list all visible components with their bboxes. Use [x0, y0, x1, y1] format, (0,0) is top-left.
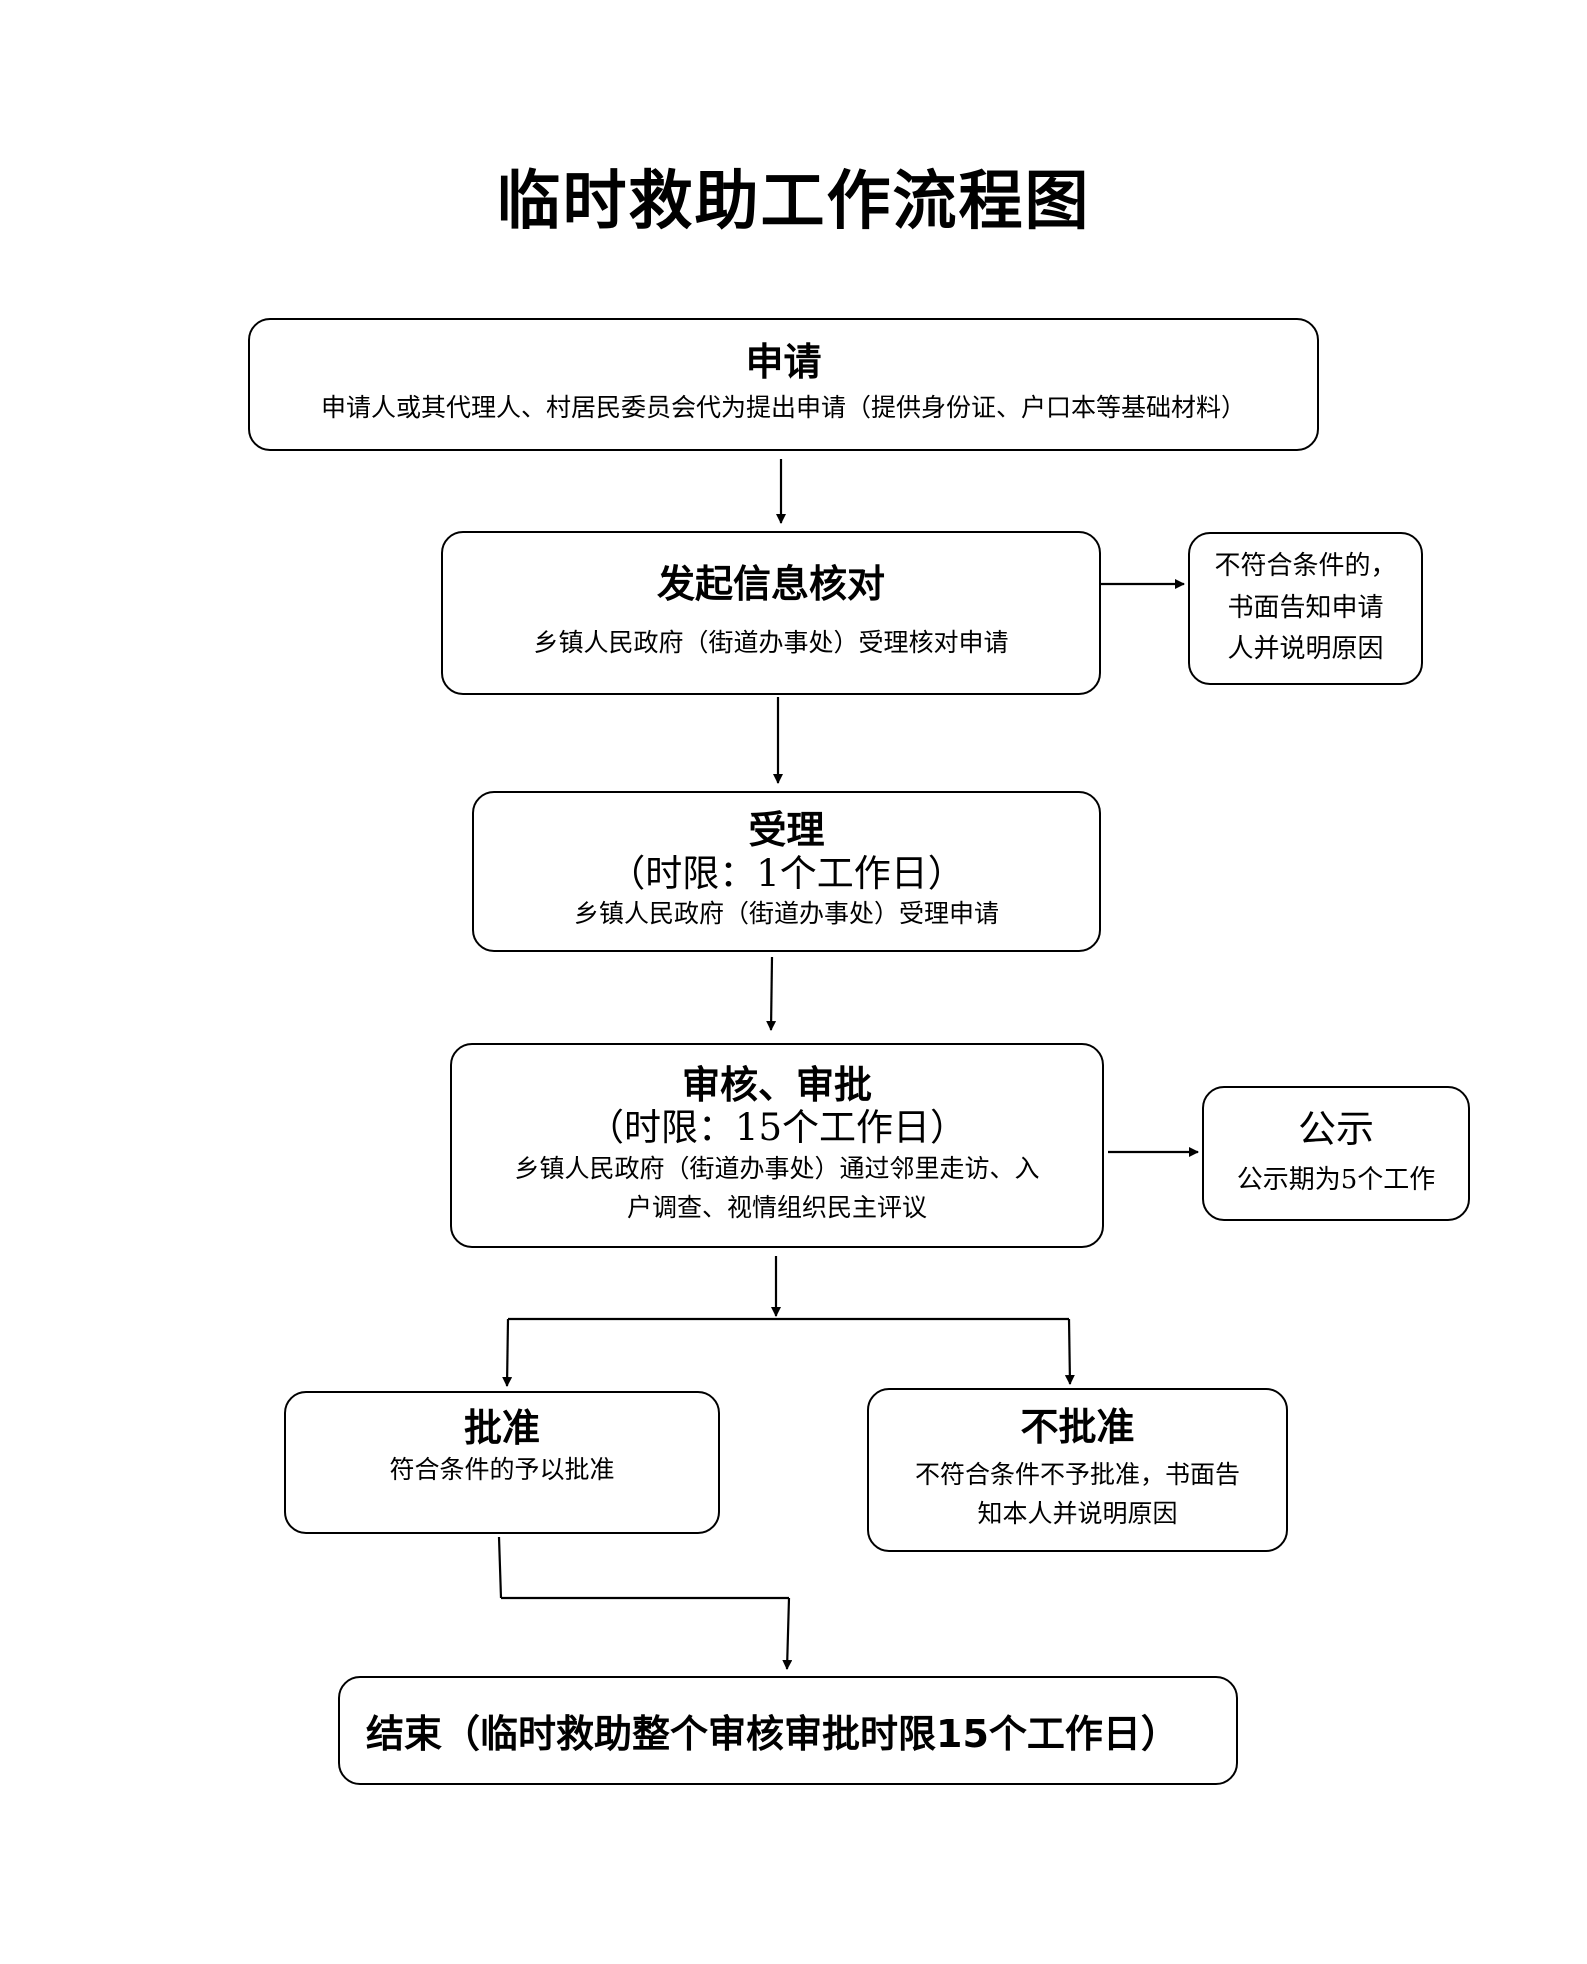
- reject-notice-box: 不符合条件的， 书面告知申请 人并说明原因: [1188, 532, 1423, 685]
- accept-time-limit: （时限：1个工作日）: [608, 851, 965, 895]
- apply-box: 申请 申请人或其代理人、村居民委员会代为提出申请（提供身份证、户口本等基础材料）: [248, 318, 1319, 451]
- deny-box: 不批准 不符合条件不予批准，书面告 知本人并说明原因: [867, 1388, 1288, 1552]
- accept-description: 乡镇人民政府（街道办事处）受理申请: [573, 899, 999, 929]
- deny-heading: 不批准: [1020, 1405, 1135, 1450]
- deny-description-line: 知本人并说明原因: [977, 1498, 1178, 1528]
- arrow-to-end: [782, 1597, 793, 1670]
- approve-heading: 批准: [463, 1406, 540, 1450]
- review-heading: 审核、审批: [681, 1062, 872, 1107]
- apply-heading: 申请: [745, 340, 822, 385]
- review-description-line: 乡镇人民政府（街道办事处）通过邻里走访、入: [514, 1153, 1040, 1183]
- approve-box: 批准 符合条件的予以批准: [284, 1391, 720, 1534]
- review-description-line: 户调查、视情组织民主评议: [626, 1192, 927, 1222]
- diagram-title: 临时救助工作流程图: [496, 164, 1091, 239]
- verify-heading: 发起信息核对: [656, 561, 885, 606]
- reject-notice-line: 不符合条件的，: [1214, 551, 1397, 582]
- arrow-branch-to-deny: [1064, 1318, 1075, 1385]
- verify-box: 发起信息核对 乡镇人民政府（街道办事处）受理核对申请: [441, 531, 1101, 695]
- reject-notice-line: 人并说明原因: [1227, 634, 1384, 665]
- reject-notice-line: 书面告知申请: [1227, 592, 1384, 623]
- accept-heading: 受理: [748, 808, 825, 852]
- line-approve-down: [497, 1536, 503, 1599]
- accept-box: 受理 （时限：1个工作日） 乡镇人民政府（街道办事处）受理申请: [472, 791, 1101, 952]
- review-time-limit: （时限：15个工作日）: [586, 1106, 968, 1150]
- publicity-box: 公示 公示期为5个工作: [1202, 1086, 1470, 1221]
- apply-description: 申请人或其代理人、村居民委员会代为提出申请（提供身份证、户口本等基础材料）: [320, 392, 1246, 422]
- deny-description-line: 不符合条件不予批准，书面告: [914, 1460, 1240, 1490]
- arrow-accept-to-review: [766, 956, 777, 1031]
- review-box: 审核、审批 （时限：15个工作日） 乡镇人民政府（街道办事处）通过邻里走访、入 …: [450, 1043, 1104, 1248]
- end-label: 结束（临时救助整个审核审批时限15个工作日）: [366, 1712, 1179, 1756]
- publicity-heading: 公示: [1297, 1107, 1374, 1151]
- end-box: 结束（临时救助整个审核审批时限15个工作日）: [338, 1676, 1238, 1785]
- publicity-description: 公示期为5个工作: [1236, 1165, 1436, 1196]
- approve-description: 符合条件的予以批准: [389, 1454, 615, 1484]
- verify-description: 乡镇人民政府（街道办事处）受理核对申请: [533, 628, 1009, 658]
- arrow-branch-to-approve: [502, 1318, 513, 1387]
